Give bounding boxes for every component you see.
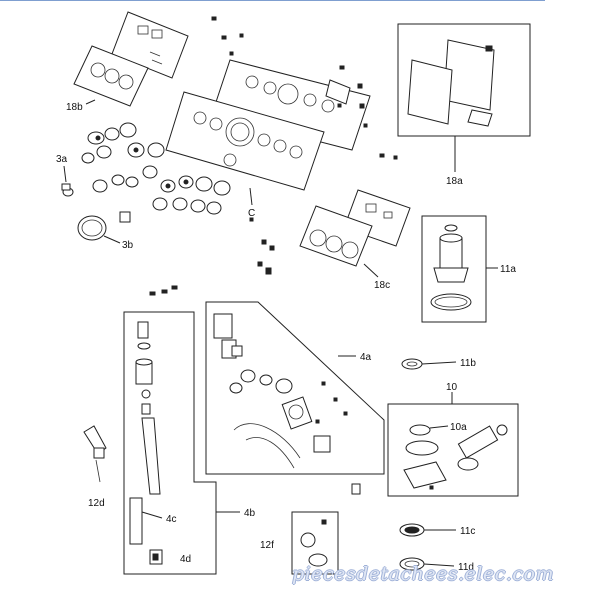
label-18b: 18b [66, 102, 83, 113]
label-4c: 4c [166, 514, 177, 525]
leader-10a [429, 425, 449, 429]
label-12f: 12f [260, 540, 274, 551]
leader-3b [103, 235, 121, 244]
part-11b-disc [401, 358, 423, 370]
box-4a [205, 301, 385, 475]
part-11a-filter [430, 224, 472, 311]
leader-11d [423, 563, 455, 567]
label-3b: 3b [122, 240, 134, 251]
part-4d-clip [149, 549, 163, 565]
label-10a: 10a [450, 422, 467, 433]
label-18a: 18a [446, 176, 463, 187]
label-10: 10 [446, 382, 458, 393]
part-3b-gauge [77, 211, 131, 241]
screws-mid [149, 239, 275, 296]
part-11c-ring [399, 523, 425, 537]
label-4b: 4b [244, 508, 256, 519]
part-4a-assembly [213, 313, 348, 469]
label-c: C [248, 208, 255, 219]
label-11a: 11a [500, 264, 516, 275]
leader-11b [421, 361, 457, 365]
leader-4c [141, 511, 163, 519]
watermark: piecesdetachees.elec.com [292, 563, 554, 585]
leader-18c [363, 263, 379, 278]
part-12d-elbow [83, 425, 107, 483]
label-4d: 4d [180, 554, 191, 565]
part-12f-knob [300, 519, 328, 567]
box-11a [421, 215, 487, 323]
leader-18b [85, 99, 96, 105]
label-11c: 11c [460, 526, 475, 537]
box-12f [291, 511, 339, 575]
screws-top [211, 16, 398, 222]
leader-3a [63, 165, 67, 183]
leader-c [249, 187, 253, 206]
part-3a [61, 183, 74, 197]
part-10-assembly [403, 424, 508, 490]
part-18a-panel [407, 39, 495, 127]
label-18c: 18c [374, 280, 390, 291]
label-11d: 11d [458, 562, 474, 573]
label-4a: 4a [360, 352, 372, 363]
box-4b [123, 311, 217, 575]
part-c-dashboard [165, 59, 371, 191]
label-12d: 12d [88, 498, 105, 509]
part-4c-tube [129, 497, 143, 545]
box-10 [387, 403, 519, 497]
seal-rings [81, 122, 231, 215]
box-18a [397, 23, 531, 137]
label-11b: 11b [460, 358, 476, 369]
part-18b-panel [73, 11, 189, 107]
part-small-block [351, 483, 361, 495]
part-18c-panel [299, 189, 411, 267]
label-3a: 3a [56, 154, 68, 165]
part-4b-hose [135, 321, 161, 495]
